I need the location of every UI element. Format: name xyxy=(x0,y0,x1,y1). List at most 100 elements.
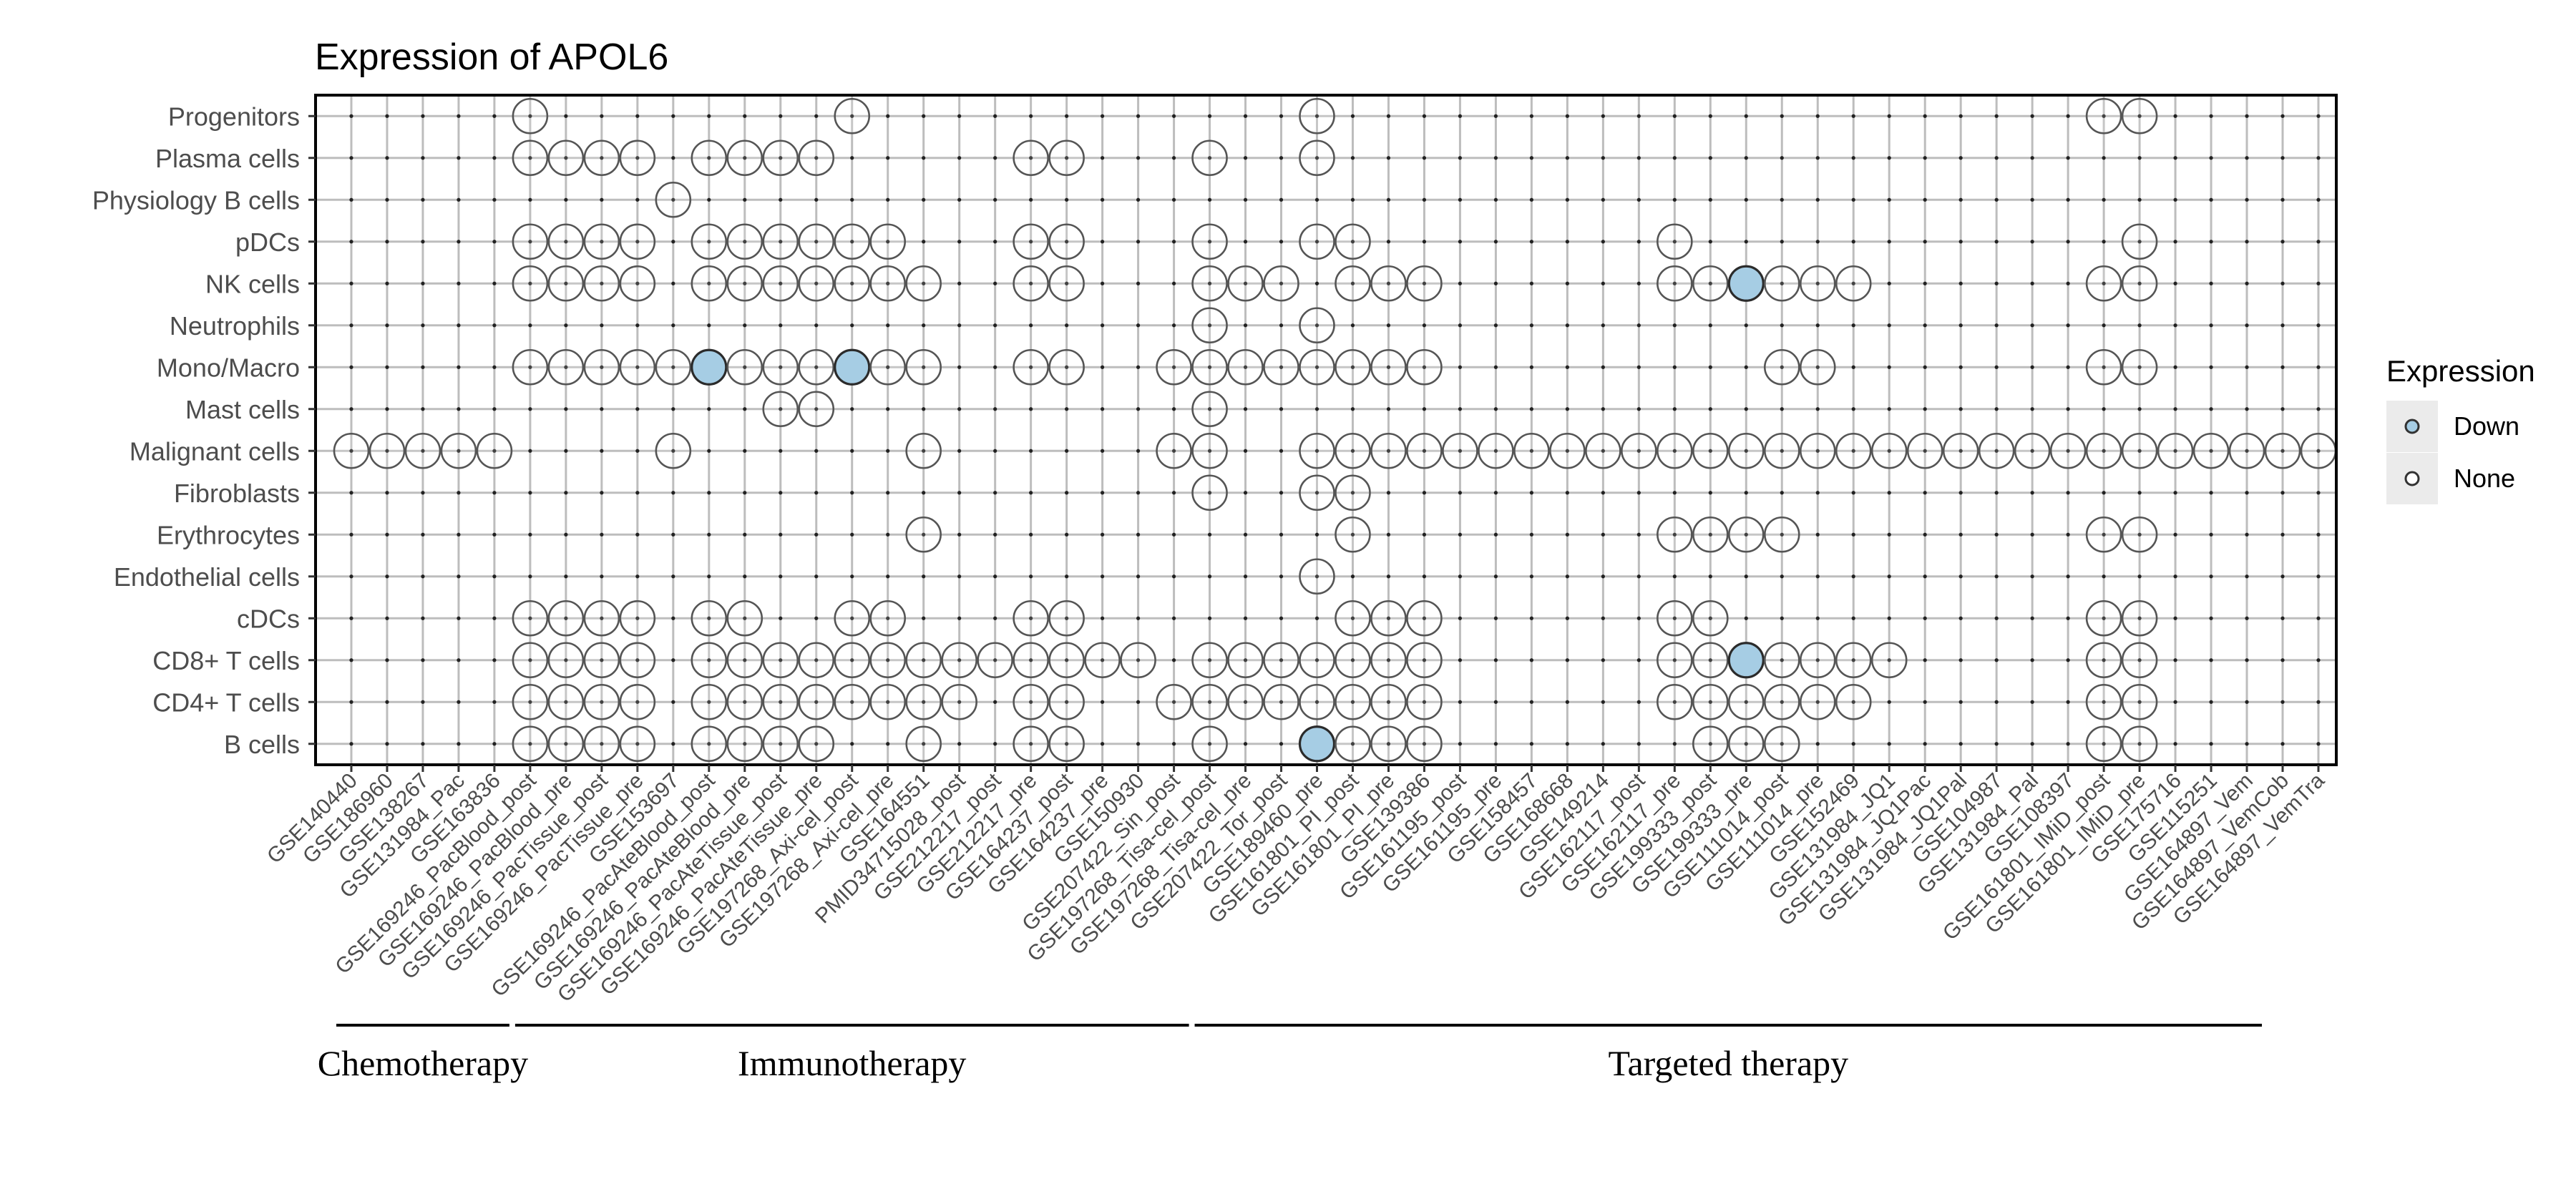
grid-dot xyxy=(2316,365,2321,369)
grid-dot xyxy=(1672,658,1677,662)
grid-dot xyxy=(1171,407,1176,411)
data-point-none xyxy=(1835,642,1872,679)
grid-dot xyxy=(1422,491,1427,495)
grid-dot xyxy=(1887,491,1891,495)
grid-dot xyxy=(850,574,854,579)
grid-dot xyxy=(1207,449,1212,453)
grid-dot xyxy=(671,491,675,495)
grid-dot xyxy=(635,323,640,328)
grid-dot xyxy=(1493,658,1498,662)
grid-dot xyxy=(2173,281,2177,285)
grid-dot xyxy=(1314,114,1319,118)
grid-dot xyxy=(993,574,997,579)
grid-dot xyxy=(2173,449,2177,453)
data-point-none xyxy=(1692,265,1729,302)
data-point-none xyxy=(1657,683,1693,720)
grid-dot xyxy=(993,240,997,244)
grid-dot xyxy=(1529,491,1533,495)
grid-dot xyxy=(850,658,854,662)
grid-dot xyxy=(1386,532,1391,537)
grid-dot xyxy=(600,240,604,244)
grid-dot xyxy=(1207,156,1212,160)
data-point-none xyxy=(905,725,942,763)
grid-dot xyxy=(457,240,461,244)
grid-dot xyxy=(671,114,675,118)
grid-dot xyxy=(600,449,604,453)
grid-dot xyxy=(1279,742,1284,746)
grid-dot xyxy=(457,658,461,662)
grid-dot xyxy=(1386,281,1391,285)
data-point-none xyxy=(1370,642,1407,679)
grid-dot xyxy=(1887,240,1891,244)
data-point-none xyxy=(1835,265,1872,302)
grid-dot xyxy=(349,114,353,118)
grid-dot xyxy=(349,742,353,746)
grid-dot xyxy=(957,156,962,160)
grid-dot xyxy=(1065,323,1069,328)
grid-dot xyxy=(2316,532,2321,537)
grid-dot xyxy=(850,323,854,328)
grid-dot xyxy=(1672,449,1677,453)
data-point-none xyxy=(1013,140,1049,177)
grid-dot xyxy=(564,197,568,202)
data-point-none xyxy=(834,683,871,720)
grid-dot xyxy=(1744,700,1748,704)
data-point-none xyxy=(1191,683,1228,720)
grid-dot xyxy=(1565,491,1569,495)
grid-dot xyxy=(1458,156,1463,160)
grid-dot xyxy=(993,114,997,118)
data-point-none xyxy=(2121,516,2158,553)
grid-dot xyxy=(1101,658,1105,662)
grid-dot xyxy=(1601,491,1605,495)
data-point-none xyxy=(726,683,763,720)
grid-dot xyxy=(1708,700,1712,704)
grid-dot xyxy=(1565,156,1569,160)
grid-dot xyxy=(2137,574,2142,579)
data-point-none xyxy=(583,725,620,763)
data-point-none xyxy=(2014,432,2051,469)
grid-dot xyxy=(957,240,962,244)
grid-dot xyxy=(1780,240,1784,244)
grid-dot xyxy=(1101,114,1105,118)
grid-dot xyxy=(528,742,532,746)
data-point-none xyxy=(2121,432,2158,469)
grid-dot xyxy=(2209,240,2213,244)
data-point-none xyxy=(2085,725,2122,763)
grid-dot xyxy=(1636,700,1641,704)
y-tick-label: B cells xyxy=(224,730,300,759)
grid-dot xyxy=(1958,323,1963,328)
grid-dot xyxy=(1636,323,1641,328)
grid-dot xyxy=(922,156,926,160)
grid-dot xyxy=(564,156,568,160)
grid-dot xyxy=(2209,658,2213,662)
grid-dot xyxy=(922,658,926,662)
grid-dot xyxy=(600,407,604,411)
grid-dot xyxy=(1493,240,1498,244)
data-point-none xyxy=(1799,265,1836,302)
grid-dot xyxy=(1851,365,1855,369)
grid-dot xyxy=(1029,491,1033,495)
grid-dot xyxy=(635,532,640,537)
data-point-none xyxy=(547,223,585,260)
grid-dot xyxy=(2137,114,2142,118)
grid-dot xyxy=(779,491,783,495)
data-point-none xyxy=(1763,725,1800,763)
y-tick-label: Endothelial cells xyxy=(114,562,300,592)
data-point-none xyxy=(691,265,728,302)
grid-dot xyxy=(564,407,568,411)
data-point-none xyxy=(1763,348,1800,386)
grid-dot xyxy=(528,323,532,328)
grid-dot xyxy=(1815,491,1820,495)
grid-dot xyxy=(1422,323,1427,328)
grid-dot xyxy=(385,574,389,579)
data-point-none xyxy=(2085,348,2122,386)
data-point-none xyxy=(547,265,585,302)
data-point-none xyxy=(905,348,942,386)
grid-dot xyxy=(2030,742,2034,746)
data-point-none xyxy=(583,683,620,720)
data-point-none xyxy=(1478,432,1514,469)
grid-dot xyxy=(707,574,711,579)
grid-dot xyxy=(1243,742,1248,746)
grid-dot xyxy=(1672,491,1677,495)
